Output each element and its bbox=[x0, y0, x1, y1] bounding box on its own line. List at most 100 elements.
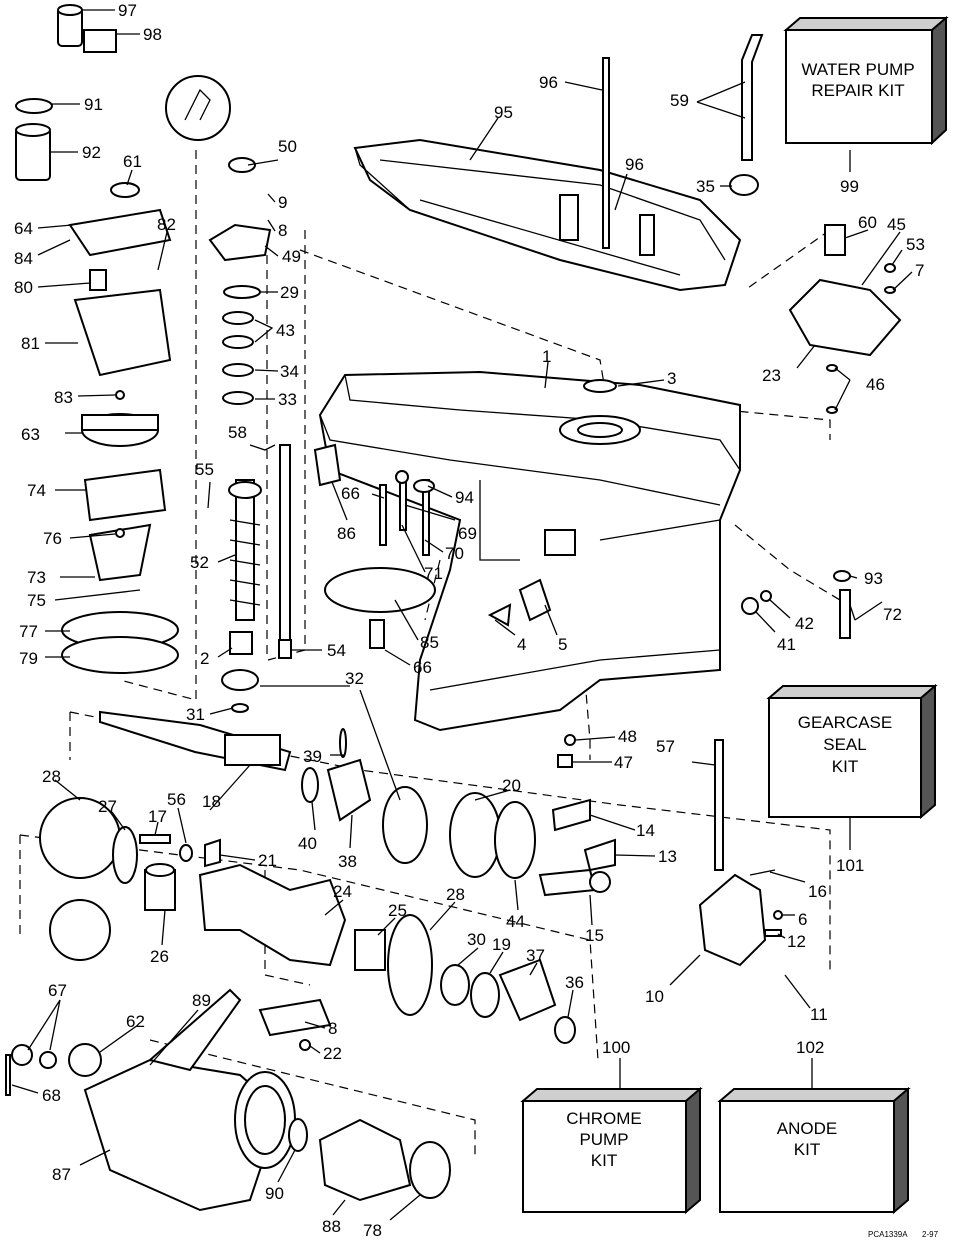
part-labels: 97 98 91 92 61 64 82 84 80 81 83 63 74 7… bbox=[14, 1, 925, 1240]
propeller-assembly bbox=[5, 988, 451, 1212]
water-tube-59 bbox=[741, 34, 764, 161]
driveshaft-stack-parts bbox=[165, 75, 292, 713]
label-85: 85 bbox=[420, 633, 439, 652]
label-79: 79 bbox=[19, 649, 38, 668]
label-7: 7 bbox=[915, 261, 924, 280]
label-66-lower: 66 bbox=[413, 658, 432, 677]
label-16: 16 bbox=[808, 882, 827, 901]
label-33: 33 bbox=[278, 390, 297, 409]
label-17: 17 bbox=[148, 807, 167, 826]
label-30: 30 bbox=[467, 930, 486, 949]
label-78: 78 bbox=[363, 1221, 382, 1240]
label-75: 75 bbox=[27, 591, 46, 610]
label-44: 44 bbox=[506, 912, 525, 931]
label-45: 45 bbox=[887, 215, 906, 234]
gear-train-parts bbox=[39, 443, 616, 1051]
label-1: 1 bbox=[542, 347, 551, 366]
label-41: 41 bbox=[777, 635, 796, 654]
chrome-kit-line3: KIT bbox=[591, 1151, 617, 1170]
gearcase-kit-line2: SEAL bbox=[823, 735, 866, 754]
label-53: 53 bbox=[906, 235, 925, 254]
label-86: 86 bbox=[337, 524, 356, 543]
leader-lines bbox=[11, 9, 913, 1221]
label-52: 52 bbox=[190, 553, 209, 572]
label-4: 4 bbox=[517, 635, 526, 654]
anode-kit-line1: ANODE bbox=[777, 1119, 837, 1138]
chrome-pump-kit-box: CHROME PUMP KIT bbox=[520, 1086, 703, 1215]
exhaust-housing bbox=[353, 138, 742, 292]
water-pump-parts bbox=[15, 4, 179, 674]
drawing-date: 2-97 bbox=[922, 1230, 939, 1239]
label-101: 101 bbox=[836, 856, 864, 875]
label-71: 71 bbox=[424, 564, 443, 583]
label-25: 25 bbox=[388, 901, 407, 920]
label-80: 80 bbox=[14, 278, 33, 297]
label-93: 93 bbox=[864, 569, 883, 588]
label-62: 62 bbox=[126, 1012, 145, 1031]
label-3: 3 bbox=[667, 369, 676, 388]
label-42: 42 bbox=[795, 614, 814, 633]
label-70: 70 bbox=[445, 544, 464, 563]
label-19: 19 bbox=[492, 935, 511, 954]
label-90: 90 bbox=[265, 1184, 284, 1203]
label-57: 57 bbox=[656, 737, 675, 756]
label-99: 99 bbox=[840, 177, 859, 196]
label-48: 48 bbox=[618, 727, 637, 746]
label-54: 54 bbox=[327, 641, 346, 660]
label-2: 2 bbox=[200, 649, 209, 668]
label-12: 12 bbox=[787, 932, 806, 951]
label-77: 77 bbox=[19, 622, 38, 641]
chrome-kit-line2: PUMP bbox=[579, 1130, 628, 1149]
label-66-upper: 66 bbox=[341, 484, 360, 503]
label-100: 100 bbox=[602, 1038, 630, 1057]
label-31: 31 bbox=[186, 705, 205, 724]
gearcase-kit-line1: GEARCASE bbox=[798, 713, 892, 732]
label-98: 98 bbox=[143, 25, 162, 44]
water-pump-kit-line2: REPAIR KIT bbox=[811, 81, 904, 100]
gearcase-kit-line3: KIT bbox=[832, 757, 858, 776]
chrome-kit-line1: CHROME bbox=[566, 1109, 642, 1128]
label-36: 36 bbox=[565, 973, 584, 992]
label-15: 15 bbox=[585, 926, 604, 945]
label-35: 35 bbox=[696, 177, 715, 196]
label-43: 43 bbox=[276, 321, 295, 340]
label-59: 59 bbox=[670, 91, 689, 110]
label-64: 64 bbox=[14, 219, 33, 238]
label-13: 13 bbox=[658, 847, 677, 866]
drawing-code: PCA1339A bbox=[868, 1230, 908, 1239]
label-72: 72 bbox=[883, 605, 902, 624]
label-55: 55 bbox=[195, 460, 214, 479]
label-76: 76 bbox=[43, 529, 62, 548]
label-29: 29 bbox=[280, 283, 299, 302]
label-9: 9 bbox=[278, 193, 287, 212]
label-23: 23 bbox=[762, 366, 781, 385]
label-73: 73 bbox=[27, 568, 46, 587]
label-5: 5 bbox=[558, 635, 567, 654]
right-side-parts bbox=[583, 174, 902, 967]
label-24: 24 bbox=[333, 882, 352, 901]
label-22: 22 bbox=[323, 1044, 342, 1063]
label-97: 97 bbox=[118, 1, 137, 20]
label-40: 40 bbox=[298, 834, 317, 853]
label-95: 95 bbox=[494, 103, 513, 122]
label-28-left: 28 bbox=[42, 767, 61, 786]
label-8-bottom: 8 bbox=[328, 1019, 337, 1038]
label-81: 81 bbox=[21, 334, 40, 353]
label-38: 38 bbox=[338, 852, 357, 871]
label-47: 47 bbox=[614, 753, 633, 772]
label-96: 96 bbox=[625, 155, 644, 174]
label-11: 11 bbox=[810, 1005, 828, 1024]
label-26: 26 bbox=[150, 947, 169, 966]
propeller-shaft bbox=[99, 710, 292, 772]
label-82: 82 bbox=[157, 215, 176, 234]
anode-kit-box: ANODE KIT bbox=[717, 1086, 911, 1215]
label-39: 39 bbox=[303, 747, 322, 766]
label-92: 92 bbox=[82, 143, 101, 162]
label-84: 84 bbox=[14, 249, 33, 268]
label-46: 46 bbox=[866, 375, 885, 394]
label-58: 58 bbox=[228, 423, 247, 442]
label-68: 68 bbox=[42, 1086, 61, 1105]
label-91: 91 bbox=[84, 95, 103, 114]
label-74: 74 bbox=[27, 481, 46, 500]
label-63: 63 bbox=[21, 425, 40, 444]
